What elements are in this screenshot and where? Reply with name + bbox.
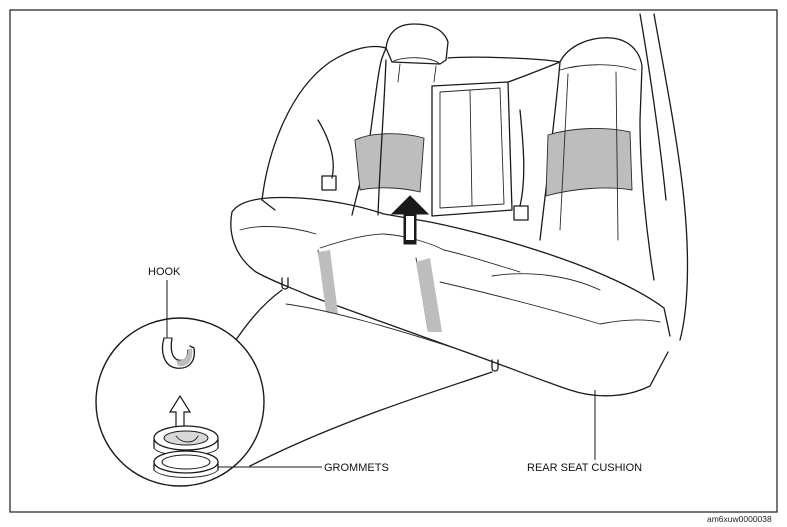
detail-circle: [95, 317, 265, 487]
hook-callout: HOOK: [148, 266, 181, 338]
detail-connector-upper: [231, 289, 283, 347]
grommets-callout: GROMMETS: [218, 462, 389, 474]
figure-frame: [9, 9, 778, 513]
rear-seat-cushion-label: REAR SEAT CUSHION: [527, 462, 642, 474]
cushion-hook-left: [281, 277, 289, 290]
grommet-icon: [153, 425, 219, 478]
rear-seat-cushion-callout: REAR SEAT CUSHION: [527, 390, 642, 474]
grommets-label: GROMMETS: [324, 462, 389, 474]
detail-connector-lower: [249, 371, 493, 467]
rear-seatback: [261, 13, 689, 341]
rear-seat-cushion: [230, 196, 671, 397]
cushion-hook-right: [491, 359, 499, 372]
hook-icon: [161, 337, 196, 369]
lift-arrow-icon: [390, 195, 430, 245]
hook-label: HOOK: [148, 266, 181, 278]
figure-code: am6xuw0000038: [707, 514, 772, 524]
